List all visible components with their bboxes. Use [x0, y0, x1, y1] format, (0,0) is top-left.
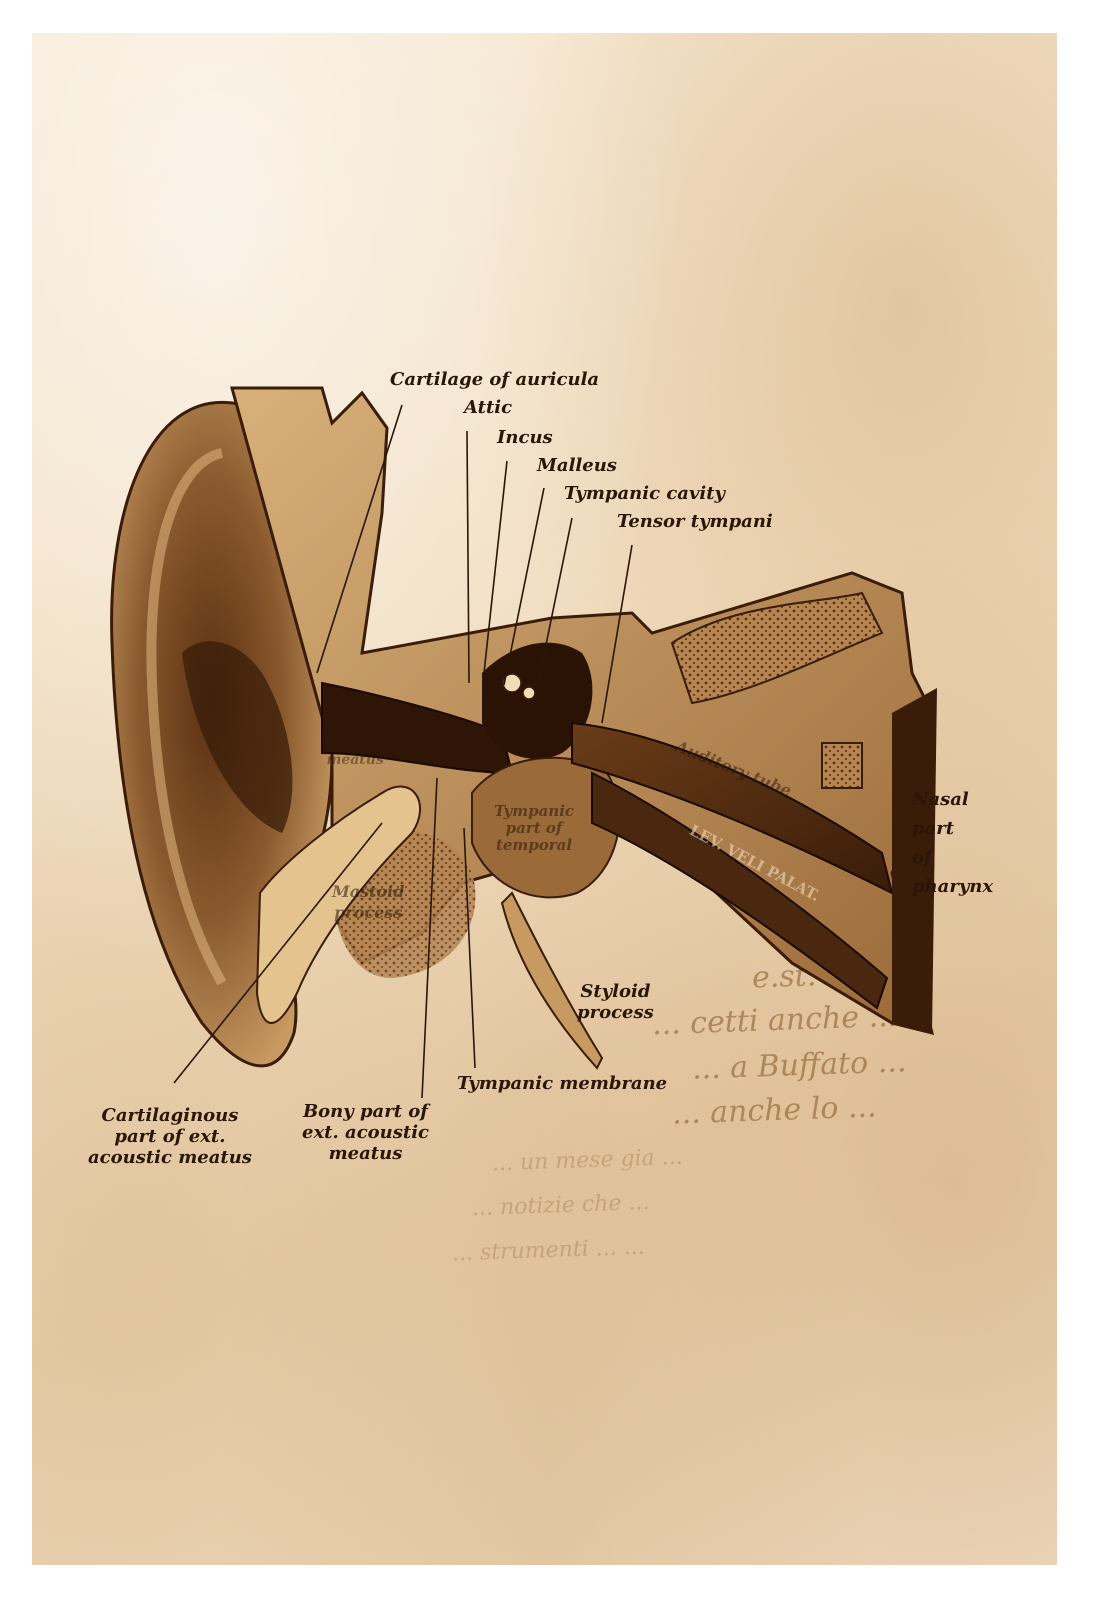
label-line: temporal — [495, 836, 573, 854]
label-line: of — [912, 847, 932, 868]
label-line: Tympanic — [494, 802, 575, 820]
label-line: pharynx — [912, 876, 994, 897]
label-line: acoustic — [322, 737, 388, 753]
label-line: Nasal — [912, 789, 969, 810]
tympanic-part-shape — [471, 756, 621, 899]
label-line: process — [577, 1002, 654, 1023]
label-line: Cartilaginous — [101, 1105, 239, 1126]
label-cartilage-of-auricula: Cartilage of auricula — [390, 369, 600, 390]
label-line: meatus — [328, 1143, 403, 1164]
styloid-process-shape — [500, 891, 604, 1070]
label-line: meatus — [326, 752, 384, 768]
cartilaginous-canal — [255, 785, 422, 1024]
incus-shape — [522, 686, 536, 700]
helix-fold — [146, 448, 227, 986]
label-styloid-process: Styloid process — [577, 981, 654, 1023]
levator-veli-palatini-shape — [591, 771, 889, 1010]
label-mastoid-process: Mastoid process — [332, 881, 404, 923]
postcard: e.st. ... fu ... cetti anche ... ... a B… — [32, 33, 1057, 1565]
label-line: part of ext. — [114, 1126, 226, 1147]
ear-anatomy-diagram — [110, 386, 937, 1099]
label-tympanic-cavity: Tympanic cavity — [564, 483, 726, 504]
label-line: part of — [505, 819, 563, 837]
label-tympanic-part-of-temporal: Tympanic part of temporal — [494, 803, 574, 854]
label-line: acoustic meatus — [88, 1147, 252, 1168]
pharynx-wall — [892, 688, 937, 1033]
label-bony-part: Bony part of ext. acoustic meatus — [302, 1101, 429, 1164]
label-tensor-tympani: Tensor tympani — [617, 511, 773, 532]
tympanic-cavity-shape — [482, 642, 593, 759]
malleus-shape — [502, 673, 522, 693]
label-incus: Incus — [497, 427, 553, 448]
label-nasal-part-of-pharynx: Nasal part of pharynx — [912, 785, 993, 901]
label-line: Styloid — [580, 981, 651, 1002]
label-line: Bony part of — [302, 1101, 429, 1122]
label-attic: Attic — [464, 397, 513, 418]
label-line: External — [322, 722, 389, 738]
label-line: Mastoid — [332, 882, 405, 901]
leader-lines — [173, 404, 633, 1099]
label-line: process — [334, 903, 403, 922]
label-cartilaginous-part: Cartilaginous part of ext. acoustic meat… — [88, 1105, 252, 1168]
label-line: part — [912, 818, 955, 839]
label-malleus: Malleus — [537, 455, 617, 476]
pharynx-spongy — [821, 742, 863, 789]
label-external-acoustic-meatus: External acoustic meatus — [322, 723, 388, 768]
concha — [182, 641, 293, 833]
label-line: ext. acoustic — [302, 1122, 429, 1143]
label-tympanic-membrane: Tympanic membrane — [457, 1073, 668, 1094]
petrous-spongy — [670, 591, 884, 705]
